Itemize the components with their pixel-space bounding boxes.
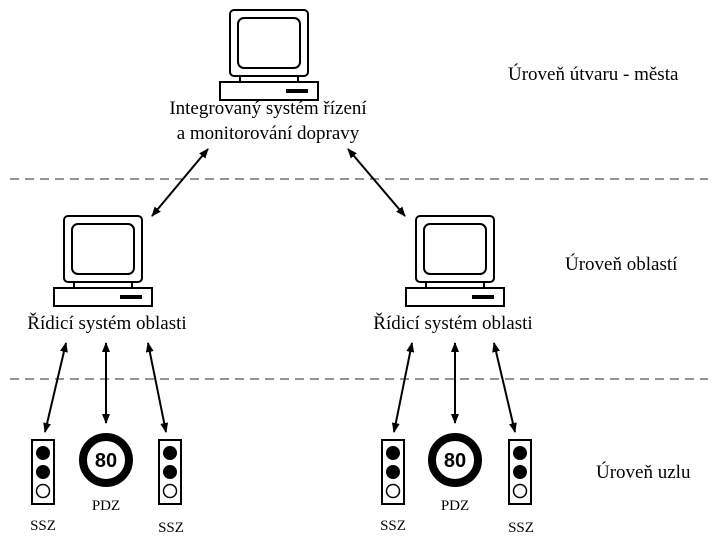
speed-sign-value: 80 [95, 450, 117, 472]
central-label-line1: Integrovaný systém řízení [169, 98, 367, 119]
speed-sign-value: 80 [444, 450, 466, 472]
traffic-light-icon [31, 439, 55, 505]
ssz-label: SSZ [30, 518, 56, 534]
level-label-city: Úroveň útvaru - města [508, 63, 679, 85]
traffic-light-icon [381, 439, 405, 505]
level-label-node: Úroveň uzlu [596, 461, 691, 483]
traffic-light-icon [508, 439, 532, 505]
right-region-computer-icon [405, 215, 505, 307]
central-label-line2: a monitorování dopravy [177, 123, 360, 144]
right-region-label: Řídicí systém oblasti [373, 312, 532, 334]
arrow-central-left [151, 148, 209, 217]
arrow-left-ssz2 [145, 342, 169, 433]
level-label-area: Úroveň oblastí [565, 253, 678, 275]
ssz-label: SSZ [158, 520, 184, 536]
left-region-label: Řídicí systém oblasti [27, 312, 186, 334]
arrow-right-ssz1 [391, 342, 415, 433]
left-region-computer-icon [53, 215, 153, 307]
ssz-label: SSZ [508, 520, 534, 536]
arrow-central-right [347, 148, 406, 217]
ssz-label: SSZ [380, 518, 406, 534]
speed-sign-icon: 80 [428, 433, 482, 487]
central-computer-icon [219, 9, 319, 101]
traffic-light-icon [158, 439, 182, 505]
arrow-left-ssz1 [43, 342, 68, 433]
arrow-right-ssz2 [492, 342, 517, 433]
pdz-label: PDZ [92, 498, 120, 514]
pdz-label: PDZ [441, 498, 469, 514]
speed-sign-icon: 80 [79, 433, 133, 487]
